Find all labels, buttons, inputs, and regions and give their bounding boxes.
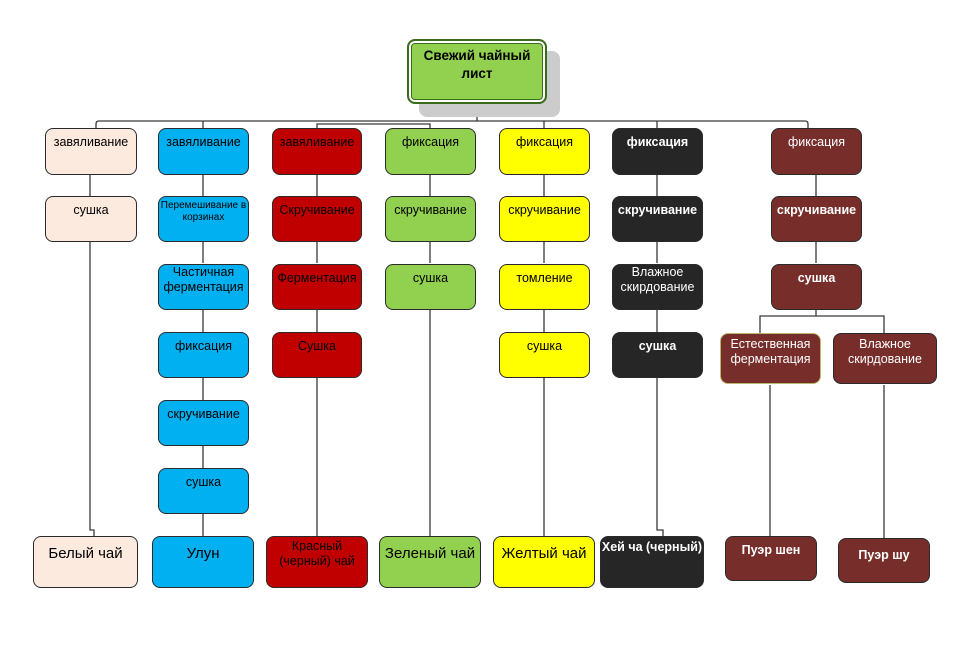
puer-step-wet-piling: Влажное скирдование [833,333,937,384]
white-tea-result: Белый чай [33,536,138,588]
black-step-fixation: фиксация [612,128,703,175]
green-step-fixation: фиксация [385,128,476,175]
red-step-drying: Сушка [272,332,362,378]
green-tea-result: Зеленый чай [379,536,481,588]
black-step-drying: сушка [612,332,703,378]
connector-main-bus [95,120,809,130]
oolong-step-basket-mixing: Перемешивание в корзинах [158,196,249,242]
oolong-result: Улун [152,536,254,588]
yellow-step-smothering: томление [499,264,590,310]
puer-step-rolling: скручивание [771,196,862,242]
yellow-step-drying: сушка [499,332,590,378]
yellow-step-fixation: фиксация [499,128,590,175]
green-step-drying: сушка [385,264,476,310]
oolong-step-drying: сушка [158,468,249,514]
red-step-rolling: Скручивание [272,196,362,242]
red-step-fermentation: Ферментация [272,264,362,310]
oolong-step-rolling: скручивание [158,400,249,446]
puer-shen-result: Пуэр шен [725,536,817,581]
puer-shu-result: Пуэр шу [838,538,930,583]
connector-red-green-bus [316,123,431,130]
connector-puer-split [759,310,885,333]
puer-step-drying: сушка [771,264,862,310]
white-step-drying: сушка [45,196,137,242]
connector-white-2 [89,242,95,539]
root-node-fresh-tea-leaf: Свежий чайный лист [407,39,547,104]
yellow-tea-result: Желтый чай [493,536,595,588]
black-step-wet-piling: Влажное скирдование [612,264,703,310]
black-step-rolling: скручивание [612,196,703,242]
puer-step-natural-fermentation: Естественная ферментация [720,333,821,384]
white-step-withering: завяливание [45,128,137,175]
connector-black-chain [656,175,664,537]
yellow-step-rolling: скручивание [499,196,590,242]
oolong-step-fixation: фиксация [158,332,249,378]
puer-step-fixation: фиксация [771,128,862,175]
oolong-step-partial-fermentation: Частичная ферментация [158,264,249,310]
red-step-withering: завяливание [272,128,362,175]
oolong-step-withering: завяливание [158,128,249,175]
green-step-rolling: скручивание [385,196,476,242]
red-tea-result: Красный (черный) чай [266,536,368,588]
hei-cha-result: Хей ча (черный) [600,536,704,588]
